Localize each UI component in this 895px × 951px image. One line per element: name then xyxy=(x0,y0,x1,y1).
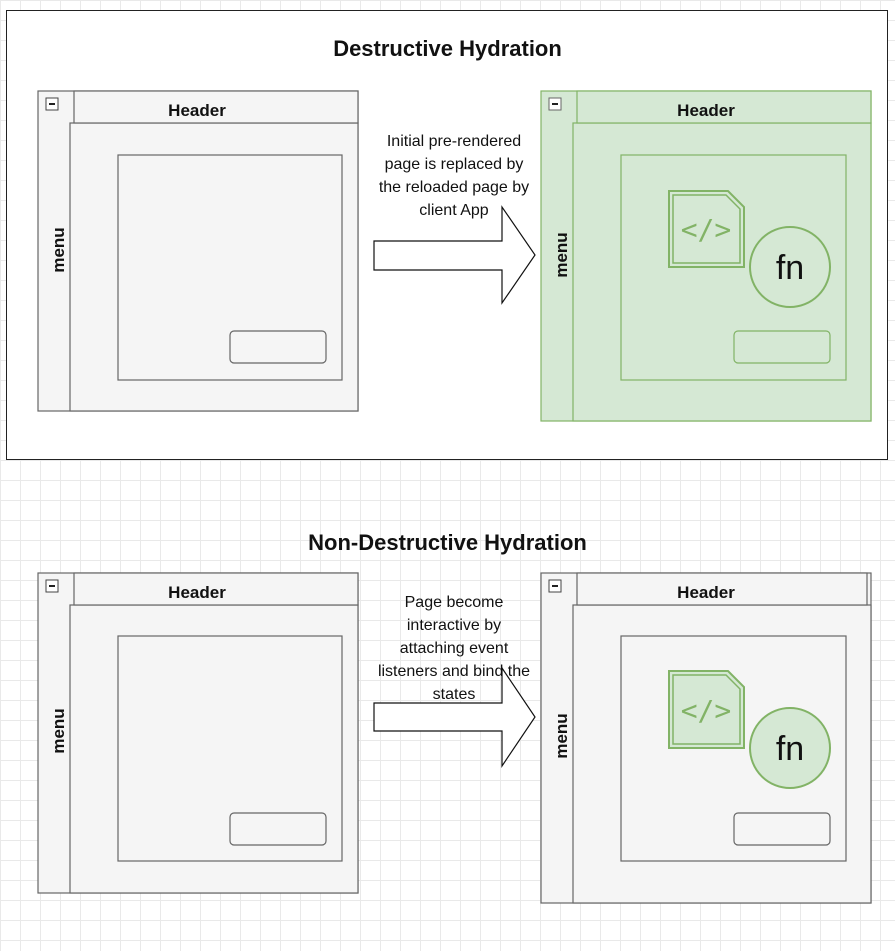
prerendered-window: Header menu xyxy=(37,572,359,894)
code-file-icon: </> xyxy=(668,190,745,268)
function-icon: fn xyxy=(749,226,831,308)
transition-description: Initial pre-rendered page is replaced by… xyxy=(378,133,530,219)
window-header-label: Header xyxy=(677,101,735,120)
code-icon-glyph: </> xyxy=(681,213,732,246)
placeholder-button[interactable] xyxy=(229,330,327,364)
window-header-label: Header xyxy=(677,583,735,602)
code-file-icon: </> xyxy=(668,670,745,749)
placeholder-button[interactable] xyxy=(733,330,831,364)
window-menu-label: menu xyxy=(49,708,68,753)
panel-title-non-destructive: Non-Destructive Hydration xyxy=(308,530,587,555)
window-menu-label: menu xyxy=(552,713,571,758)
collapse-icon[interactable] xyxy=(45,97,59,111)
window-menu-label: menu xyxy=(49,227,68,272)
panel-title-destructive: Destructive Hydration xyxy=(333,36,562,61)
function-icon: fn xyxy=(749,707,831,789)
window-menu-label: menu xyxy=(552,232,571,277)
fn-label: fn xyxy=(776,730,804,768)
prerendered-window: Header menu xyxy=(37,90,359,412)
hydrated-window: Header menu </> fn xyxy=(540,572,872,904)
reloaded-window: Header menu </> fn xyxy=(540,90,872,422)
collapse-icon[interactable] xyxy=(548,579,562,593)
collapse-icon[interactable] xyxy=(548,97,562,111)
code-icon-glyph: </> xyxy=(681,694,732,727)
transition-arrow xyxy=(373,205,536,305)
placeholder-button[interactable] xyxy=(733,812,831,846)
fn-label: fn xyxy=(776,249,804,287)
transition-arrow xyxy=(373,666,536,768)
placeholder-button[interactable] xyxy=(229,812,327,846)
window-header-label: Header xyxy=(168,101,226,120)
transition-description: Page become interactive by attaching eve… xyxy=(377,594,531,703)
window-header-label: Header xyxy=(168,583,226,602)
collapse-icon[interactable] xyxy=(45,579,59,593)
